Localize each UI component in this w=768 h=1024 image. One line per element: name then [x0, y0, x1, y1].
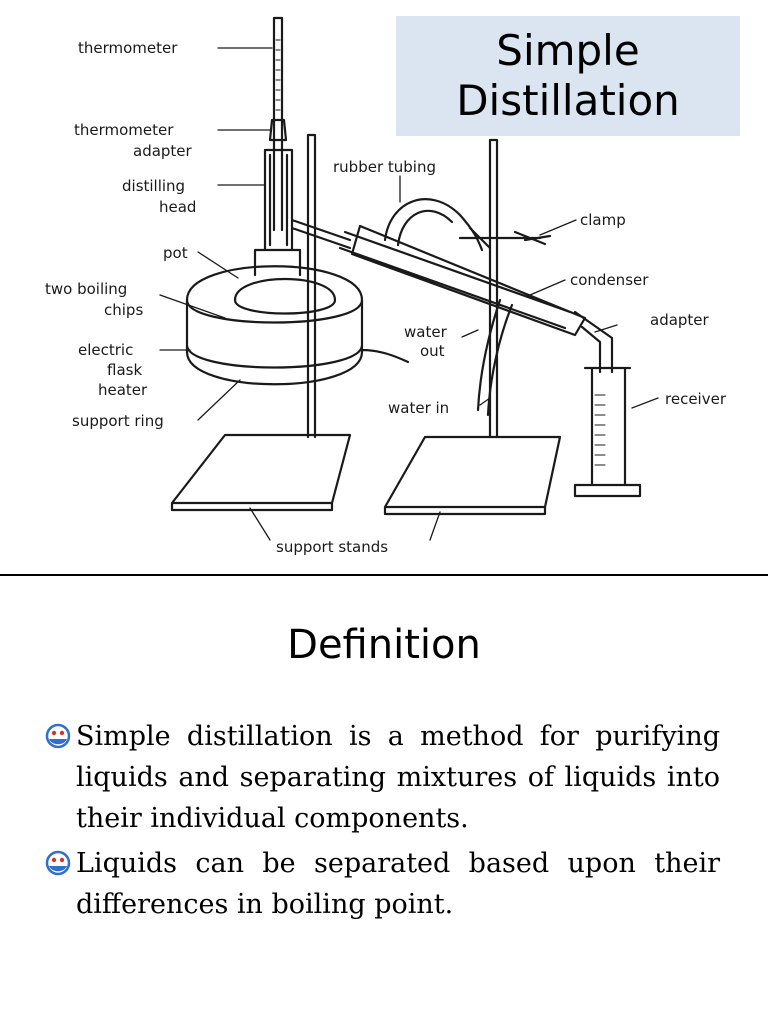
left-stand-base [170, 433, 352, 512]
label-water-out-2: out [420, 342, 445, 360]
right-rod [488, 138, 499, 439]
adapter-tube [573, 310, 614, 374]
title-box: Simple Distillation [396, 16, 740, 136]
definition-heading: Definition [287, 622, 481, 668]
condenser-tube [338, 224, 587, 337]
label-heater-2: flask [107, 361, 142, 379]
bullet-text: Liquids can be separated based upon thei… [76, 848, 720, 920]
receiver-ticks [594, 394, 606, 466]
diagram-labels: thermometer thermometer adapter distilli… [45, 39, 727, 556]
label-thermometer: thermometer [78, 39, 178, 57]
thermometer-ticks [275, 39, 281, 111]
diagram-panel: thermometer thermometer adapter distilli… [45, 16, 740, 556]
distillation-apparatus-diagram: thermometer thermometer adapter distilli… [45, 16, 727, 556]
label-boiling-chips-1: two boiling [45, 280, 127, 298]
label-pot: pot [163, 244, 188, 262]
clamp-shape [458, 226, 552, 250]
label-water-out-1: water [404, 323, 448, 341]
label-water-in: water in [388, 399, 449, 417]
smiley-face-icon [45, 723, 71, 749]
section-divider [0, 574, 768, 576]
pot-flask [233, 248, 337, 315]
label-boiling-chips-2: chips [104, 301, 143, 319]
label-distilling-head-1: distilling [122, 177, 185, 195]
bullet-item: Simple distillation is a method for puri… [44, 716, 720, 839]
label-clamp: clamp [580, 211, 626, 229]
title-line-1: Simple [496, 26, 640, 75]
receiver-cylinder [573, 366, 642, 498]
definition-bullets: Simple distillation is a method for puri… [44, 716, 720, 929]
bullet-item: Liquids can be separated based upon thei… [44, 843, 720, 925]
label-heater-3: heater [98, 381, 148, 399]
smiley-face-icon [45, 850, 71, 876]
flask-heater [185, 265, 410, 386]
distilling-head [263, 148, 352, 252]
bullet-text: Simple distillation is a method for puri… [76, 721, 720, 834]
label-adapter: adapter [650, 311, 710, 329]
label-receiver: receiver [665, 390, 727, 408]
leader-lines [159, 47, 659, 541]
right-stand-base [383, 435, 562, 516]
water-tubing [476, 298, 514, 417]
label-support-stands: support stands [276, 538, 388, 556]
label-thermometer-adapter-1: thermometer [74, 121, 174, 139]
label-distilling-head-2: head [159, 198, 196, 216]
label-rubber-tubing: rubber tubing [333, 158, 436, 176]
label-thermometer-adapter-2: adapter [133, 142, 193, 160]
label-condenser: condenser [570, 271, 649, 289]
label-support-ring: support ring [72, 412, 164, 430]
label-heater-1: electric [78, 341, 133, 359]
title-line-2: Distillation [456, 76, 680, 125]
thermometer-shape [268, 16, 288, 232]
left-rod [306, 133, 317, 439]
